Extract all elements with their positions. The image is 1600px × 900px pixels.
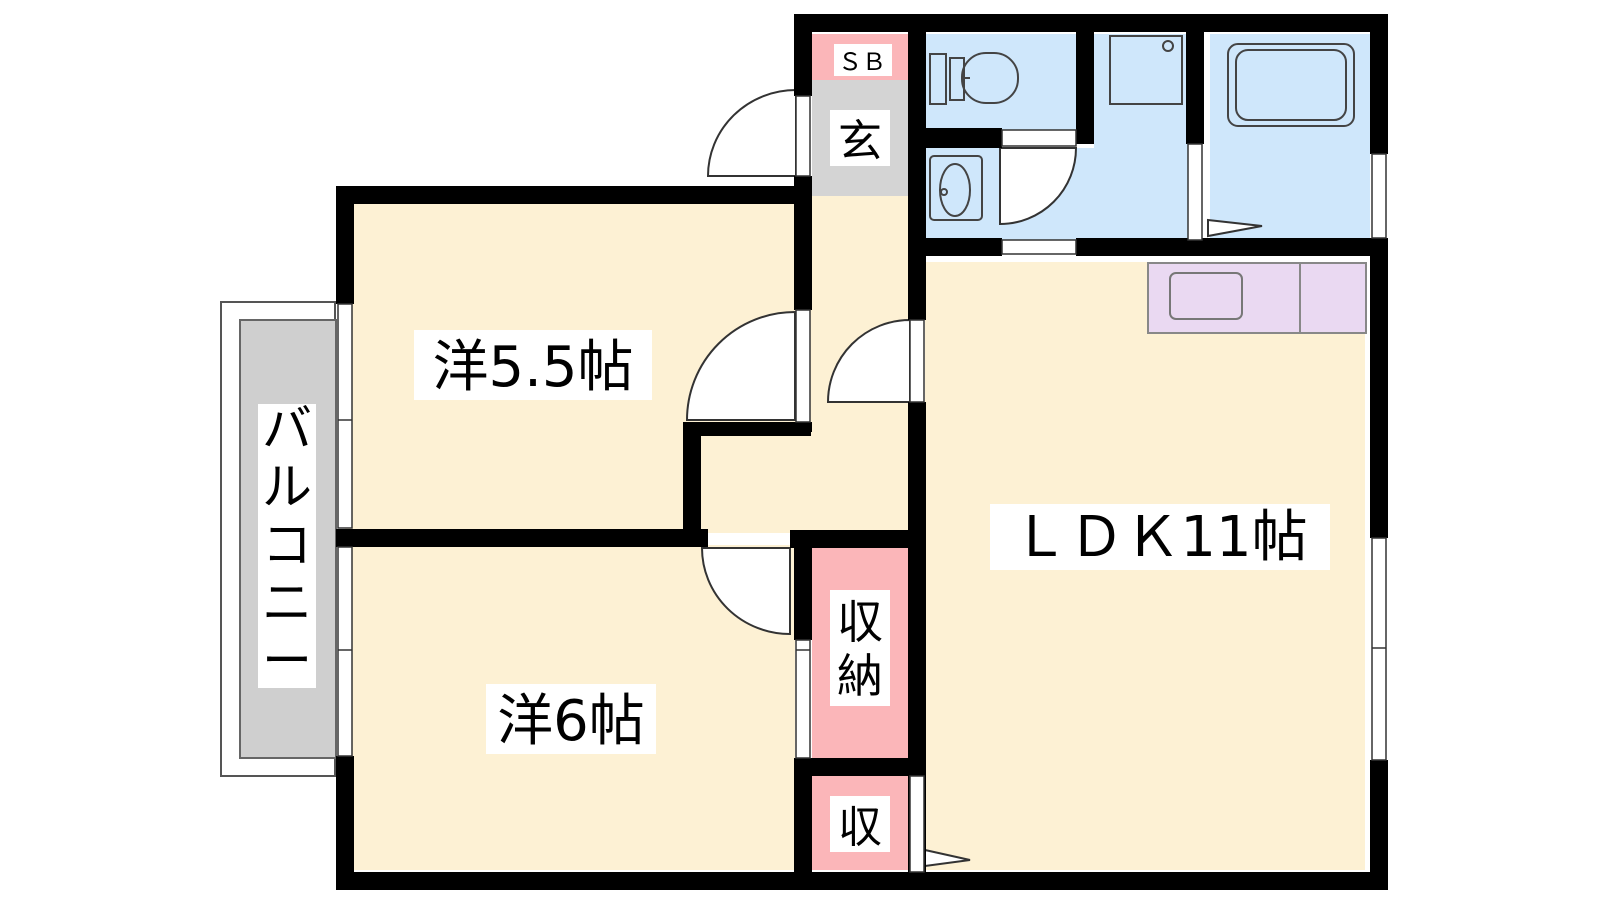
bathtub-icon xyxy=(1227,43,1355,127)
fixtures xyxy=(929,35,1367,334)
closet-label: 収納 xyxy=(837,595,883,703)
kitchen-counter xyxy=(1147,262,1367,334)
windows xyxy=(337,95,1387,873)
entrance-door-opening xyxy=(795,95,811,177)
washing-machine-pan-icon xyxy=(1109,35,1183,105)
washroom-top-opening xyxy=(1001,129,1077,147)
entrance-label: 玄 xyxy=(838,116,882,167)
closet-door-opening xyxy=(795,639,811,759)
sink-icon xyxy=(1169,272,1243,320)
ldk-door-opening xyxy=(909,319,925,403)
washbasin-icon xyxy=(929,155,983,221)
washroom-opening xyxy=(1001,239,1077,255)
entrance-door xyxy=(706,88,797,177)
western-room-1-door xyxy=(685,310,796,421)
room1-door-opening xyxy=(795,309,811,423)
laundry-floor xyxy=(1094,34,1202,244)
walls xyxy=(336,14,1388,890)
balcony-label: バルコニー xyxy=(262,400,312,690)
western-room-2-door xyxy=(700,547,791,636)
bath-window xyxy=(1371,153,1387,239)
storage-label: 収 xyxy=(838,802,882,853)
balcony-window-1 xyxy=(337,303,353,529)
doors xyxy=(685,88,1263,868)
western-room-2-label: 洋6帖 xyxy=(497,689,645,754)
bathroom-door xyxy=(1207,218,1263,238)
balcony-window-2 xyxy=(337,546,353,757)
shoe-box-label: ＳＢ xyxy=(838,48,886,76)
ldk-label: ＬＤＫ11帖 xyxy=(1012,505,1307,570)
ldk-door xyxy=(826,318,911,403)
label-backgrounds xyxy=(414,44,1330,852)
washroom-door xyxy=(999,147,1078,226)
balcony xyxy=(220,301,337,777)
toilet-room-floor xyxy=(925,34,1080,130)
western-room-1-label: 洋5.5帖 xyxy=(432,335,633,400)
toilet-icon xyxy=(929,52,1019,105)
storage-opening xyxy=(909,775,925,873)
ldk-window xyxy=(1371,537,1387,761)
bath-opening xyxy=(1187,143,1203,241)
